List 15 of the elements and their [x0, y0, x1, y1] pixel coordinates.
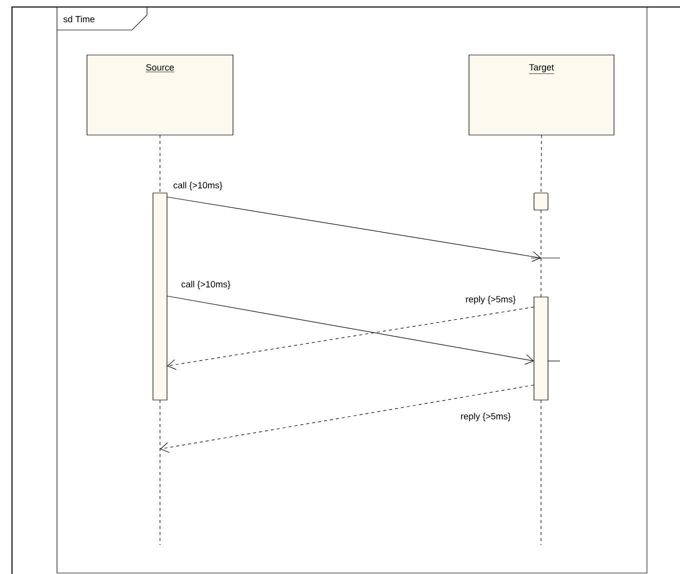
activation-bar	[534, 296, 548, 400]
message-arrow	[166, 296, 534, 365]
lifeline-box: Target	[468, 54, 614, 136]
lifeline	[540, 210, 542, 298]
time-constraint-box	[534, 192, 548, 210]
lifeline	[540, 134, 542, 194]
edge-label: call {>10ms}	[180, 280, 232, 290]
reply-arrow	[167, 306, 534, 370]
lifeline-box: Source	[86, 54, 234, 136]
edge-label: reply {>5ms}	[464, 294, 517, 306]
edge-label: call {>10ms}	[172, 180, 224, 192]
reply-arrow	[160, 384, 534, 453]
message-arrow	[166, 196, 541, 262]
edge-label: reply {>5ms}	[460, 412, 512, 422]
activation-bar	[152, 192, 168, 400]
